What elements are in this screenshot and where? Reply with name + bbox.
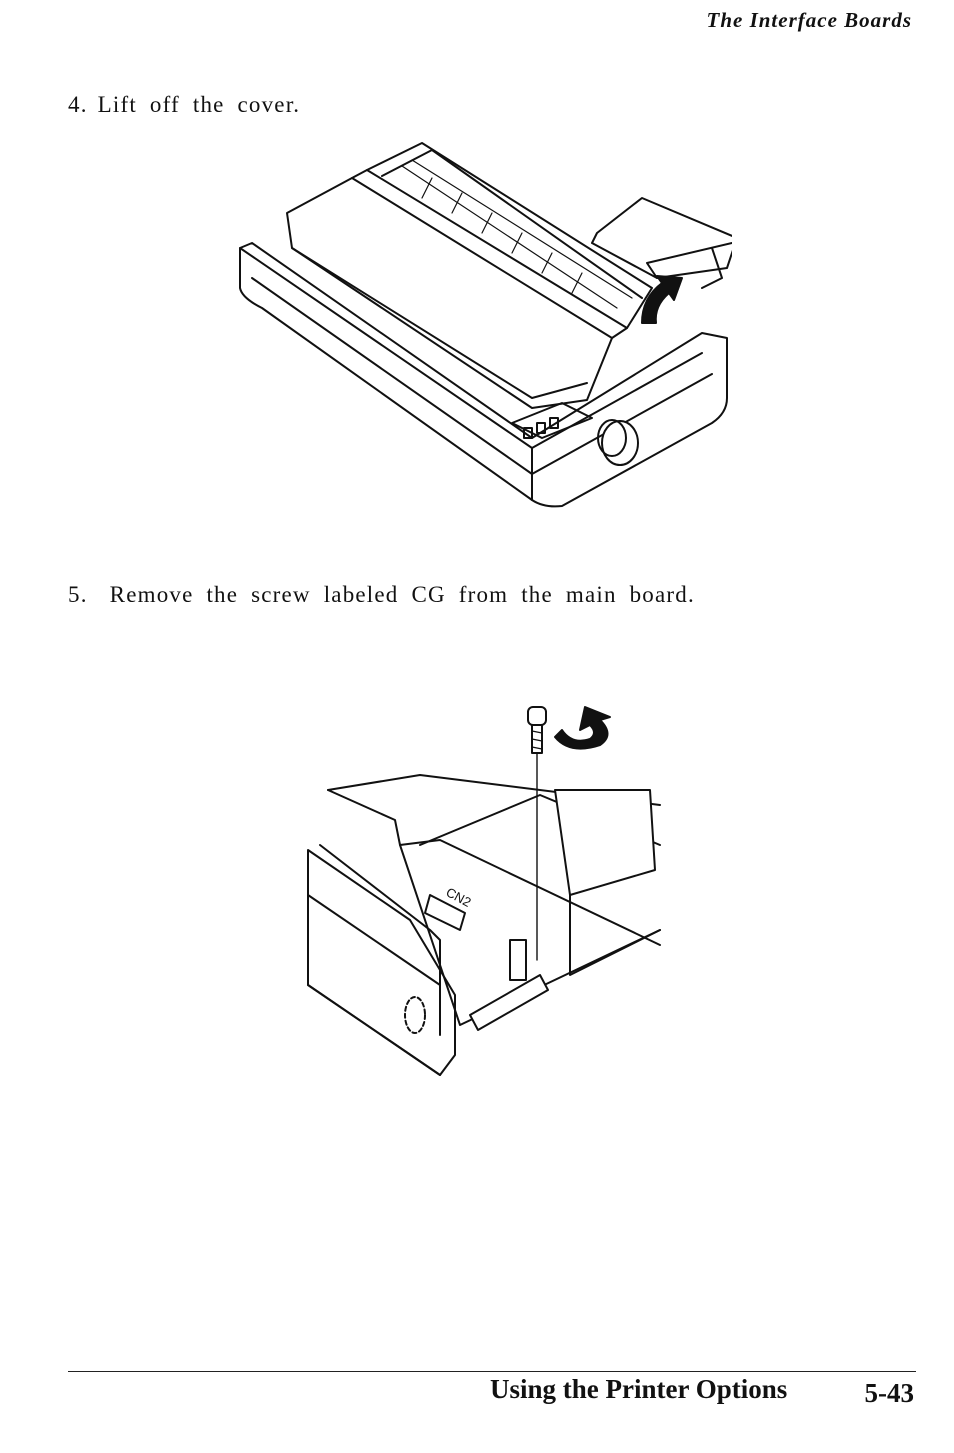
step-number: 5. <box>68 582 88 607</box>
step-number: 4. <box>68 92 88 117</box>
footer-section-title: Using the Printer Options <box>490 1374 788 1404</box>
main-board-screw-illustration: CN2 <box>300 695 662 1080</box>
step-5: 5. Remove the screw labeled CG from the m… <box>68 582 695 608</box>
footer-rule <box>68 1371 916 1372</box>
running-header: The Interface Boards <box>706 8 912 32</box>
step-text: Lift off the cover. <box>97 92 301 117</box>
step-text: Remove the screw labeled CG from the mai… <box>109 582 695 607</box>
printer-cover-removal-illustration <box>232 138 732 510</box>
step-4: 4. Lift off the cover. <box>68 92 300 118</box>
page-number: 5-43 <box>864 1378 915 1408</box>
